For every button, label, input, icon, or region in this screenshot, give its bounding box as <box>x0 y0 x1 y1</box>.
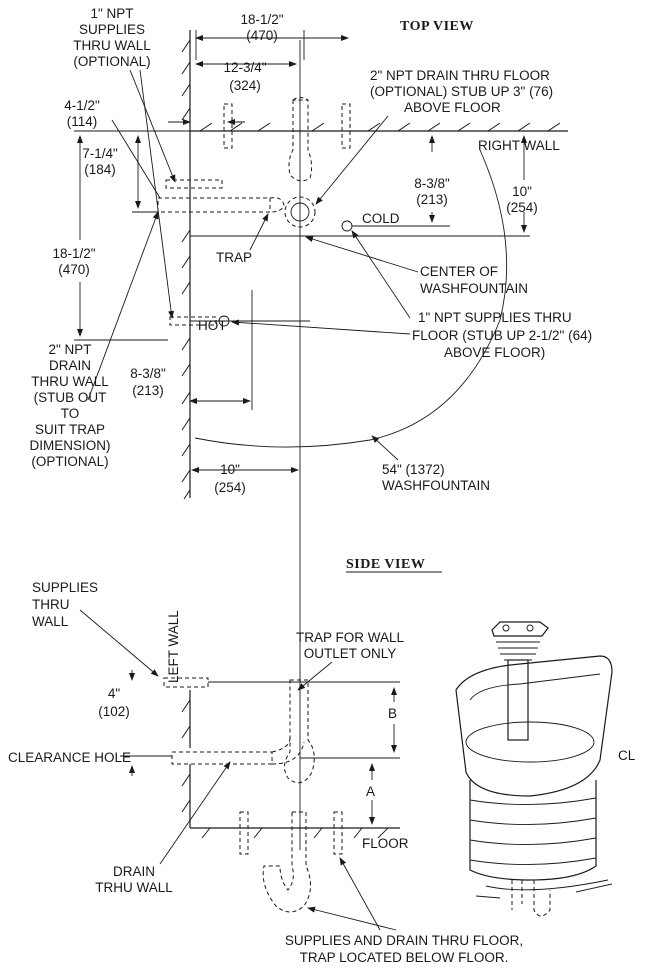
trap-wall-2: OUTLET ONLY <box>304 646 397 661</box>
side-floor-stub-left <box>239 811 249 855</box>
washfountain-leader <box>371 435 399 461</box>
dim-8-bottom-val: 8-3/8" <box>130 366 166 381</box>
drain-wall-4: (STUB OUT <box>34 390 107 405</box>
supplies-floor-3: ABOVE FLOOR) <box>444 345 545 360</box>
washfountain-illustration <box>455 621 613 917</box>
dim-b-label: B <box>388 706 397 721</box>
side-drain-wall-1: DRAIN <box>113 864 155 879</box>
dim-10-right-mm: (254) <box>506 200 538 215</box>
drain-floor-2: (OPTIONAL) STUB UP 3" (76) <box>370 84 553 99</box>
dim-8-top-val: 8-3/8" <box>414 176 450 191</box>
center-label-1: CENTER OF <box>420 264 498 279</box>
cold-supply-circle <box>341 220 353 232</box>
side-drain-wall <box>171 751 273 765</box>
floor-supplies-leader-2 <box>307 906 397 931</box>
drain-floor-3: ABOVE FLOOR <box>404 100 501 115</box>
dim-4-val: 4-1/2" <box>64 98 100 113</box>
supplies-floor-leader-2 <box>231 319 411 335</box>
dim-8-top-mm: (213) <box>416 192 448 207</box>
washfountain-label: WASHFOUNTAIN <box>382 478 490 493</box>
cold-supply-wall-stub <box>223 103 233 149</box>
dim-18-top-mm: (470) <box>246 28 278 43</box>
drain-wall-leader <box>87 211 159 401</box>
center-label-2: WASHFOUNTAIN <box>420 281 528 296</box>
drain-floor-1: 2" NPT DRAIN THRU FLOOR <box>370 68 550 83</box>
dim-4-leader <box>111 119 161 199</box>
dim-18-left-mm: (470) <box>58 262 90 277</box>
drain-wall-6: SUIT TRAP <box>35 422 105 437</box>
side-supply-wall <box>163 677 209 688</box>
supply-stub-right <box>341 103 351 149</box>
dim-18-left-val: 18-1/2" <box>52 246 95 261</box>
supplies-wall-2: SUPPLIES <box>79 22 145 37</box>
side-floor-trap <box>262 811 311 913</box>
supplies-wall-1: 1" NPT <box>90 6 133 21</box>
side-drain-elbow <box>271 737 305 765</box>
center-leader <box>305 236 419 273</box>
dim-7-mm: (184) <box>84 162 116 177</box>
floor-supplies-2: TRAP LOCATED BELOW FLOOR. <box>300 950 509 965</box>
drain-wall-1: 2" NPT <box>48 342 91 357</box>
washfountain-size: 54" (1372) <box>382 462 445 477</box>
drain-thru-wall-pipe <box>157 197 271 213</box>
right-wall-label: RIGHT WALL <box>478 138 560 153</box>
hot-supply-floor-stub <box>169 316 217 326</box>
side-wall-trap <box>284 679 315 784</box>
supplies-floor-leader-1 <box>351 230 411 319</box>
side-dim-4-val: 4" <box>108 686 121 701</box>
hot-supply-wall-stub <box>165 179 223 189</box>
washfountain-outline-arc <box>194 149 508 448</box>
dim-12-val: 12-3/4" <box>223 60 266 75</box>
floor-supplies-leader-1 <box>339 857 381 931</box>
left-wall-hatching <box>181 39 191 500</box>
left-wall-label: LEFT WALL <box>166 610 181 683</box>
drain-wall-2: DRAIN <box>49 358 91 373</box>
cl-label: CL <box>618 748 636 763</box>
side-floor-stub-right <box>333 811 343 855</box>
dim-a-label: A <box>366 784 375 799</box>
side-supplies-2: THRU <box>32 597 70 612</box>
dim-10-bottom-val: 10" <box>220 462 240 477</box>
dim-12-mm: (324) <box>229 78 261 93</box>
drain-elbow <box>269 197 285 213</box>
supplies-wall-leader-1 <box>129 69 176 183</box>
dim-10-bottom-mm: (254) <box>214 480 246 495</box>
dim-18-top-val: 18-1/2" <box>240 12 283 27</box>
drain-wall-7: DIMENSION) <box>30 438 111 453</box>
drain-wall-3: THRU WALL <box>31 374 109 389</box>
supplies-floor-2: FLOOR (STUB UP 2-1/2" (64) <box>412 328 592 343</box>
floor-supplies-1: SUPPLIES AND DRAIN THRU FLOOR, <box>285 933 523 948</box>
drain-wall-8: (OPTIONAL) <box>31 454 108 469</box>
supplies-floor-1: 1" NPT SUPPLIES THRU <box>418 310 572 325</box>
side-dim-4-mm: (102) <box>98 704 130 719</box>
dim-4-mm: (114) <box>67 114 98 129</box>
top-view-title: TOP VIEW <box>400 19 474 34</box>
clearance-label: CLEARANCE HOLE <box>8 750 131 765</box>
cold-label: COLD <box>362 211 400 226</box>
dim-8-bottom-mm: (213) <box>132 383 164 398</box>
supplies-wall-3: THRU WALL <box>73 38 151 53</box>
side-drain-wall-leader <box>159 761 231 865</box>
side-supplies-1: SUPPLIES <box>32 580 98 595</box>
floor-label: FLOOR <box>362 836 409 851</box>
side-view-title: SIDE VIEW <box>346 557 425 572</box>
trap-leader <box>249 213 269 251</box>
drain-wall-5: TO <box>61 406 80 421</box>
side-supplies-3: WALL <box>32 614 69 629</box>
right-wall-hatching <box>199 122 561 132</box>
dim-10-right-val: 10" <box>512 184 532 199</box>
trap-wall-1: TRAP FOR WALL <box>296 630 405 645</box>
side-supplies-leader <box>79 609 159 677</box>
dim-7-val: 7-1/4" <box>82 146 118 161</box>
side-drain-wall-2: TRHU WALL <box>95 880 173 895</box>
supplies-wall-leader-2 <box>139 69 175 319</box>
supplies-wall-4: (OPTIONAL) <box>73 54 150 69</box>
trap-wall-leader <box>297 661 333 691</box>
top-view: TOP VIEW <box>30 6 592 850</box>
drain-floor-leader <box>315 115 389 205</box>
trap-label: TRAP <box>216 250 252 265</box>
side-view: SIDE VIEW B A <box>8 557 636 965</box>
hot-label: HOT <box>198 318 227 333</box>
